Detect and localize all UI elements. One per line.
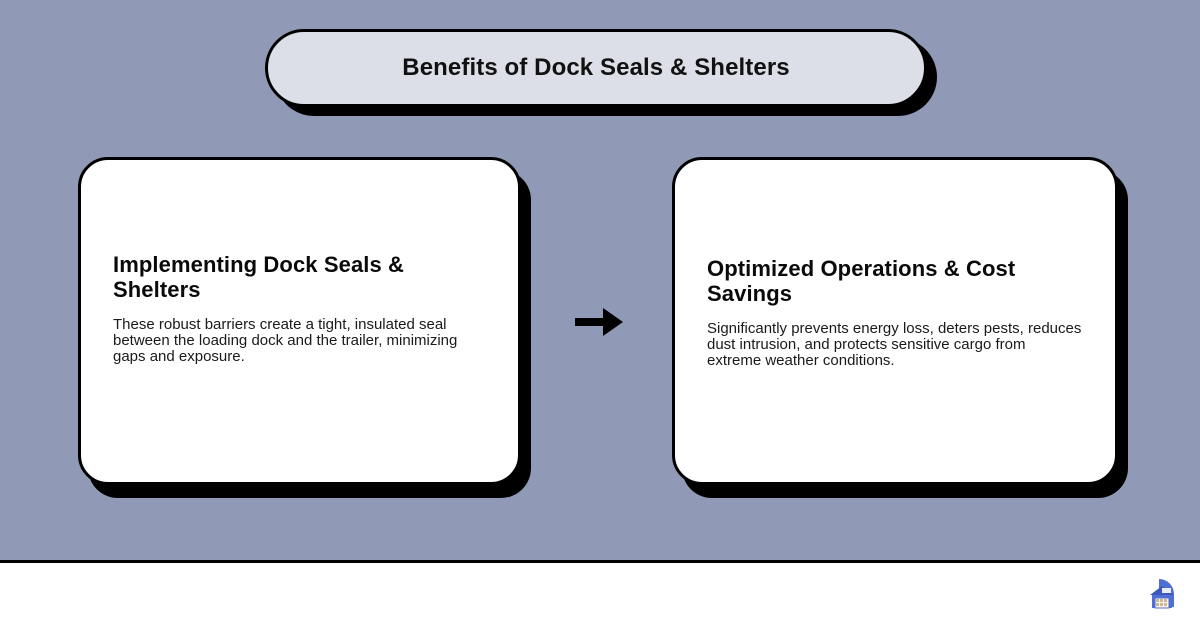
- flow-step-body-1: These robust barriers create a tight, in…: [113, 315, 458, 365]
- page-title: Benefits of Dock Seals & Shelters: [402, 53, 790, 81]
- flow-step-heading-2: Optimized Operations & Cost Savings: [707, 256, 1016, 307]
- card-top-spacer: [113, 188, 486, 252]
- stage-background: Benefits of Dock Seals & Shelters Implem…: [0, 0, 1200, 560]
- flow-step-card-1: Implementing Dock Seals & Shelters These…: [78, 157, 521, 485]
- flow-step-body-2: Significantly prevents energy loss, dete…: [707, 319, 1082, 369]
- brand-logo-icon: [1136, 571, 1182, 617]
- footer-divider: [0, 560, 1200, 563]
- flow-step-heading-1: Implementing Dock Seals & Shelters: [113, 252, 405, 303]
- arrow-right-icon: [570, 300, 628, 344]
- title-pill: Benefits of Dock Seals & Shelters: [265, 29, 927, 107]
- flow-step-card-2: Optimized Operations & Cost Savings Sign…: [672, 157, 1118, 485]
- card-top-spacer: [707, 188, 1083, 256]
- footer-bar: [0, 563, 1200, 630]
